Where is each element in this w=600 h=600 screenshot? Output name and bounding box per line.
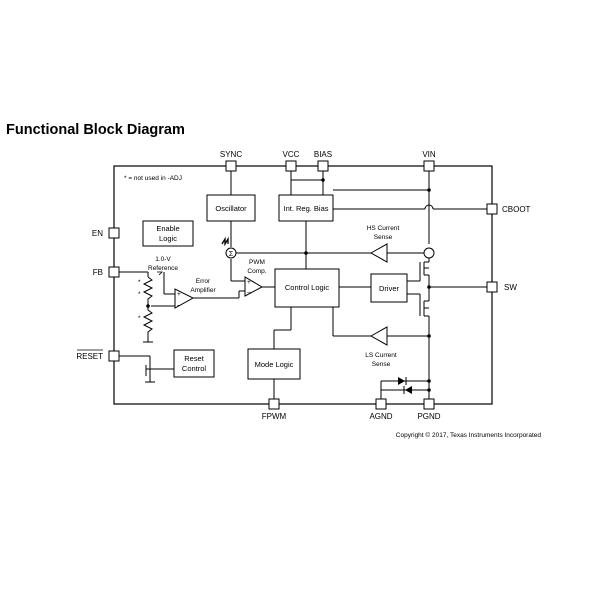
pwm-comp-minus: – — [247, 289, 251, 296]
pin-reset — [108, 350, 120, 362]
pin-bias-label: BIAS — [314, 150, 332, 159]
pin-bias — [317, 160, 329, 172]
pin-vcc — [285, 160, 297, 172]
enable-logic-label-1: Enable — [156, 224, 179, 233]
reference-label-1: 1.0-V — [155, 256, 171, 263]
summing-node-symbol: Σ — [229, 251, 234, 258]
enable-logic-block — [142, 220, 194, 247]
diode-1 — [398, 377, 405, 385]
hs-current-sense-label-1: HS Current — [367, 225, 400, 232]
driver-label: Driver — [379, 284, 400, 293]
pwm-comp-plus: + — [247, 279, 251, 286]
pin-agnd-label: AGND — [369, 412, 392, 421]
reset-control-label-1: Reset — [184, 354, 205, 363]
driver-block — [370, 273, 408, 303]
ls-current-sense-amp — [369, 326, 388, 346]
pin-fpwm — [268, 398, 280, 410]
pwm-comp-label-1: PWM — [249, 259, 265, 266]
reset-transistor — [145, 365, 158, 383]
resistor-bottom — [142, 306, 154, 342]
pin-sw-label: SW — [504, 283, 517, 292]
control-logic-label: Control Logic — [285, 283, 329, 292]
pwm-comparator — [244, 276, 264, 297]
error-amplifier-label-2: Amplifier — [190, 287, 216, 294]
hs-current-sense-amp — [369, 243, 388, 263]
pin-en — [108, 227, 120, 239]
page-title: Functional Block Diagram — [6, 122, 185, 138]
pin-vin-label: VIN — [422, 150, 436, 159]
pin-cboot — [486, 203, 498, 215]
error-amp-minus: – — [177, 302, 181, 309]
copyright-text: Copyright © 2017, Texas Instruments Inco… — [396, 431, 542, 439]
reference-label-2: Reference — [148, 265, 178, 272]
pin-pgnd — [423, 398, 435, 410]
divider-asterisk-3: * — [138, 315, 141, 322]
enable-logic-label-2: Logic — [159, 234, 177, 243]
pwm-comp-label-2: Comp. — [247, 268, 266, 275]
diode-2 — [405, 386, 412, 394]
hs-current-sense-label-2: Sense — [374, 234, 393, 241]
hs-sense-node — [423, 247, 435, 259]
oscillator-block — [206, 194, 256, 222]
note-text: * = not used in -ADJ — [124, 175, 182, 182]
pin-fpwm-label: FPWM — [262, 412, 287, 421]
divider-asterisk-2: * — [138, 291, 141, 298]
resistor-top — [142, 276, 154, 306]
error-amplifier — [174, 288, 195, 309]
pin-sw — [486, 281, 498, 293]
summing-node — [225, 247, 237, 259]
control-logic-block — [274, 268, 340, 308]
oscillator-label: Oscillator — [215, 204, 247, 213]
ls-current-sense-label-1: LS Current — [365, 352, 397, 359]
reset-control-label-2: Control — [182, 364, 207, 373]
junction-dots — [146, 178, 431, 392]
pin-sync-label: SYNC — [220, 150, 242, 159]
mode-logic-block — [247, 348, 301, 380]
pin-fb — [108, 266, 120, 278]
pin-vin — [423, 160, 435, 172]
hs-mosfet — [419, 258, 430, 287]
divider-asterisk-1: * — [138, 279, 141, 286]
pin-cboot-label: CBOOT — [502, 205, 531, 214]
int-reg-bias-label: Int. Reg. Bias — [283, 204, 328, 213]
pin-vcc-label: VCC — [283, 150, 300, 159]
ls-mosfet — [419, 287, 430, 317]
wiring — [119, 171, 487, 399]
reference-arrow — [157, 271, 163, 276]
pin-agnd — [375, 398, 387, 410]
mode-logic-label: Mode Logic — [255, 360, 294, 369]
pin-reset-label: RESET — [76, 352, 103, 361]
error-amp-plus: + — [177, 291, 181, 298]
ramp-symbol — [221, 236, 229, 247]
pin-fb-label: FB — [93, 268, 103, 277]
pin-en-label: EN — [92, 229, 103, 238]
reset-control-block — [173, 349, 215, 378]
error-amplifier-label-1: Error — [196, 278, 211, 285]
ls-current-sense-label-2: Sense — [372, 361, 391, 368]
pin-pgnd-label: PGND — [417, 412, 440, 421]
pin-sync — [225, 160, 237, 172]
